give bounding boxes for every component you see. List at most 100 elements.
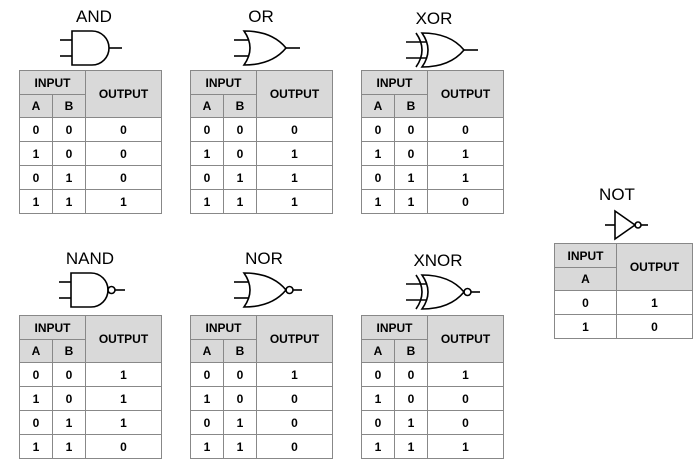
output-header: OUTPUT bbox=[85, 70, 162, 118]
cell-input-a: 1 bbox=[190, 141, 224, 166]
cell-output: 1 bbox=[85, 189, 162, 214]
output-header: OUTPUT bbox=[427, 315, 504, 363]
xnor-gate-title: XNOR bbox=[413, 251, 463, 270]
cell-input-a: 0 bbox=[190, 117, 224, 142]
cell-input-a: 0 bbox=[361, 362, 395, 387]
and-gate-symbol-icon bbox=[60, 30, 122, 66]
not-gate-title: NOT bbox=[599, 185, 635, 204]
cell-output: 1 bbox=[256, 362, 333, 387]
cell-input-a: 0 bbox=[361, 165, 395, 190]
column-b-header: B bbox=[223, 339, 257, 363]
cell-input-a: 0 bbox=[190, 362, 224, 387]
cell-input-a: 1 bbox=[19, 434, 53, 459]
cell-output: 1 bbox=[427, 362, 504, 387]
cell-input-b: 0 bbox=[394, 362, 428, 387]
cell-input-a: 1 bbox=[19, 141, 53, 166]
cell-input-a: 0 bbox=[361, 410, 395, 435]
column-b-header: B bbox=[52, 94, 86, 118]
cell-input-b: 1 bbox=[394, 434, 428, 459]
cell-input-b: 0 bbox=[52, 117, 86, 142]
xor-gate-title: XOR bbox=[415, 9, 453, 28]
column-a-header: A bbox=[19, 94, 53, 118]
cell-output: 1 bbox=[256, 141, 333, 166]
cell-input-a: 0 bbox=[19, 165, 53, 190]
xnor-gate-symbol-icon bbox=[406, 274, 480, 310]
input-header: INPUT bbox=[19, 315, 86, 340]
column-a-header: A bbox=[361, 339, 395, 363]
cell-input-b: 0 bbox=[52, 141, 86, 166]
or-gate-symbol-icon bbox=[234, 30, 300, 66]
cell-input-b: 0 bbox=[394, 141, 428, 166]
input-header: INPUT bbox=[19, 70, 86, 95]
cell-input-a: 1 bbox=[361, 434, 395, 459]
cell-input-b: 0 bbox=[223, 117, 257, 142]
cell-output: 1 bbox=[427, 141, 504, 166]
cell-input-b: 1 bbox=[223, 165, 257, 190]
cell-input-b: 1 bbox=[223, 410, 257, 435]
cell-output: 0 bbox=[427, 189, 504, 214]
cell-output: 1 bbox=[256, 165, 333, 190]
cell-input-b: 1 bbox=[52, 165, 86, 190]
column-a-header: A bbox=[554, 267, 617, 291]
cell-input-a: 0 bbox=[361, 117, 395, 142]
cell-output: 0 bbox=[256, 434, 333, 459]
input-header: INPUT bbox=[554, 243, 617, 268]
or-gate-title: OR bbox=[248, 7, 274, 26]
cell-input-a: 0 bbox=[19, 117, 53, 142]
cell-input-a: 0 bbox=[19, 410, 53, 435]
column-a-header: A bbox=[361, 94, 395, 118]
cell-input-b: 0 bbox=[52, 386, 86, 411]
cell-input-a: 0 bbox=[554, 290, 617, 315]
cell-input-b: 0 bbox=[394, 386, 428, 411]
column-b-header: B bbox=[394, 94, 428, 118]
cell-input-b: 1 bbox=[52, 410, 86, 435]
column-a-header: A bbox=[190, 94, 224, 118]
cell-output: 0 bbox=[256, 117, 333, 142]
column-b-header: B bbox=[52, 339, 86, 363]
column-a-header: A bbox=[190, 339, 224, 363]
cell-output: 0 bbox=[85, 141, 162, 166]
cell-output: 0 bbox=[427, 410, 504, 435]
cell-input-b: 0 bbox=[52, 362, 86, 387]
cell-input-b: 1 bbox=[394, 165, 428, 190]
xor-gate-symbol-icon bbox=[406, 32, 478, 68]
input-header: INPUT bbox=[361, 315, 428, 340]
cell-input-a: 1 bbox=[361, 189, 395, 214]
cell-output: 0 bbox=[427, 117, 504, 142]
cell-input-a: 1 bbox=[361, 386, 395, 411]
cell-output: 1 bbox=[427, 434, 504, 459]
not-gate-symbol-icon bbox=[605, 209, 648, 241]
cell-input-b: 1 bbox=[52, 434, 86, 459]
nand-gate-title: NAND bbox=[65, 249, 115, 268]
cell-output: 0 bbox=[85, 165, 162, 190]
nand-gate-symbol-icon bbox=[59, 272, 125, 308]
cell-output: 0 bbox=[85, 117, 162, 142]
cell-input-a: 1 bbox=[190, 386, 224, 411]
nor-gate-title: NOR bbox=[245, 249, 283, 268]
cell-input-a: 1 bbox=[19, 189, 53, 214]
cell-output: 1 bbox=[85, 410, 162, 435]
cell-input-b: 1 bbox=[394, 410, 428, 435]
cell-output: 1 bbox=[85, 386, 162, 411]
cell-output: 1 bbox=[256, 189, 333, 214]
cell-input-a: 1 bbox=[19, 386, 53, 411]
